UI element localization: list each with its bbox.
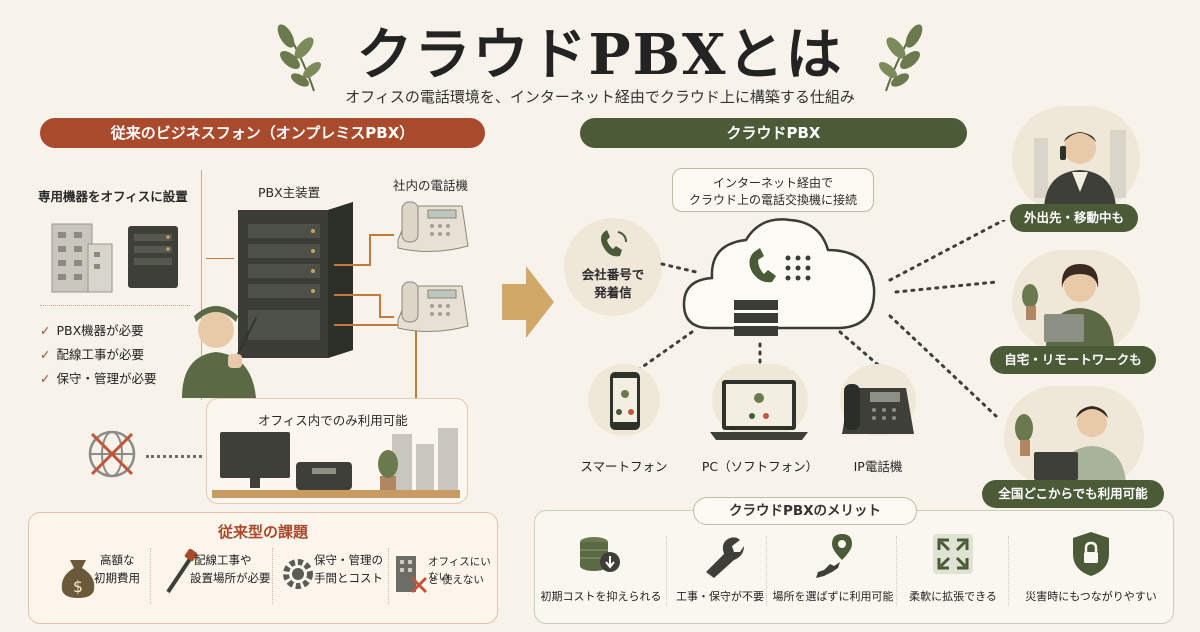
user-label-outside: 外出先・移動中も (1010, 204, 1138, 232)
merit-item-no-maintenance: 工事・保守が不要 (670, 532, 770, 622)
office-x-icon (396, 556, 428, 594)
issue-divider-2 (272, 548, 273, 604)
user-nationwide-icon (1015, 406, 1126, 484)
laptop-icon (710, 380, 808, 440)
pbx-label: PBX主装置 (258, 185, 321, 200)
callout-line1: インターネット経由で (712, 176, 833, 190)
merit-divider-2 (766, 536, 767, 606)
technician-icon (182, 306, 257, 398)
smartphone-icon (610, 372, 640, 430)
issue-item-cost: $ 高額な 初期費用 (36, 540, 156, 610)
page-title: クラウドPBXとは (356, 22, 844, 88)
issue-divider-1 (150, 548, 151, 604)
desk-phone-icon (397, 201, 469, 253)
company-number-line1: 会社番号で (581, 267, 645, 282)
screwdriver-icon (166, 548, 198, 594)
cloud-icon (682, 218, 876, 336)
office-only-label: オフィス内でのみ利用可能 (258, 413, 408, 428)
office-desk-scene (212, 428, 460, 498)
pbx-main-unit-icon (238, 202, 353, 358)
arrow-right-icon (502, 266, 554, 338)
issue-item-wiring: 配線工事や 設置場所が必要 (156, 540, 276, 610)
onpremise-band: 従来のビジネスフォン（オンプレミスPBX） (40, 118, 485, 148)
device-label-smartphone: スマートフォン (580, 459, 668, 474)
money-bag-icon: $ (61, 560, 95, 598)
merits-title: クラウドPBXのメリット (693, 497, 917, 525)
user-label-nationwide: 全国どこからでも利用可能 (982, 480, 1164, 508)
office-building-icon (51, 223, 113, 293)
divider (40, 305, 190, 306)
leaf-branch-right-icon (878, 24, 923, 92)
company-number-badge (564, 218, 662, 316)
no-globe-icon (88, 430, 136, 478)
page-subtitle: オフィスの電話環境を、インターネット経由でクラウド上に構築する仕組み (345, 88, 855, 106)
device-panel (30, 170, 202, 400)
issues-panel (28, 512, 498, 624)
dotted-link (146, 455, 202, 458)
user-outside-icon (1034, 130, 1126, 208)
cloud-pbx-band: クラウドPBX (580, 118, 967, 148)
wrench-icon (706, 537, 744, 578)
map-pin-icon (816, 534, 852, 578)
check-item-3: ✓保守・管理が必要 (40, 371, 157, 386)
shield-lock-icon (1073, 532, 1109, 576)
device-box-label: 専用機器をオフィスに設置 (38, 189, 188, 204)
device-label-ip-phone: IP電話機 (853, 459, 903, 474)
issue-item-maintenance: 保守・管理の 手間とコスト (276, 540, 391, 610)
gear-icon (283, 559, 313, 589)
leaf-branch-left-icon (277, 24, 322, 92)
desk-phone-icon-2 (397, 281, 469, 333)
small-server-icon (128, 226, 178, 288)
cloud-dotted-connectors (636, 220, 1006, 418)
coins-down-icon (580, 537, 620, 572)
check-item-2: ✓配線工事が必要 (40, 347, 144, 362)
internet-callout (672, 168, 874, 212)
callout-line2: クラウド上の電話交換機に接続 (688, 193, 857, 207)
ip-phone-icon (842, 384, 914, 434)
merit-divider-1 (666, 536, 667, 606)
issues-title: 従来型の課題 (217, 523, 308, 541)
issue-divider-3 (388, 548, 389, 604)
merit-item-disaster: 災害時にもつながりやすい (1012, 532, 1170, 622)
device-label-pc: PC（ソフトフォン） (701, 459, 819, 474)
user-label-remote: 自宅・リモートワークも (990, 346, 1156, 374)
phone-ringing-icon (601, 230, 627, 257)
merit-item-scalable: 柔軟に拡張できる (898, 532, 1008, 622)
merit-divider-3 (896, 536, 897, 606)
svg-text:$: $ (73, 577, 83, 596)
company-number-line2: 発着信 (594, 285, 632, 300)
merit-item-cost: 初期コストを抑えられる (538, 532, 664, 622)
expand-icon (933, 534, 973, 574)
user-remote-icon (1022, 264, 1114, 346)
check-item-1: ✓PBX機器が必要 (40, 323, 144, 338)
merit-divider-4 (1008, 536, 1009, 606)
merit-item-anywhere: 場所を選ばずに利用可能 (768, 532, 898, 622)
issue-item-office-only: オフィスにいない と 使えない (390, 540, 496, 610)
office-phones-label: 社内の電話機 (393, 178, 469, 193)
